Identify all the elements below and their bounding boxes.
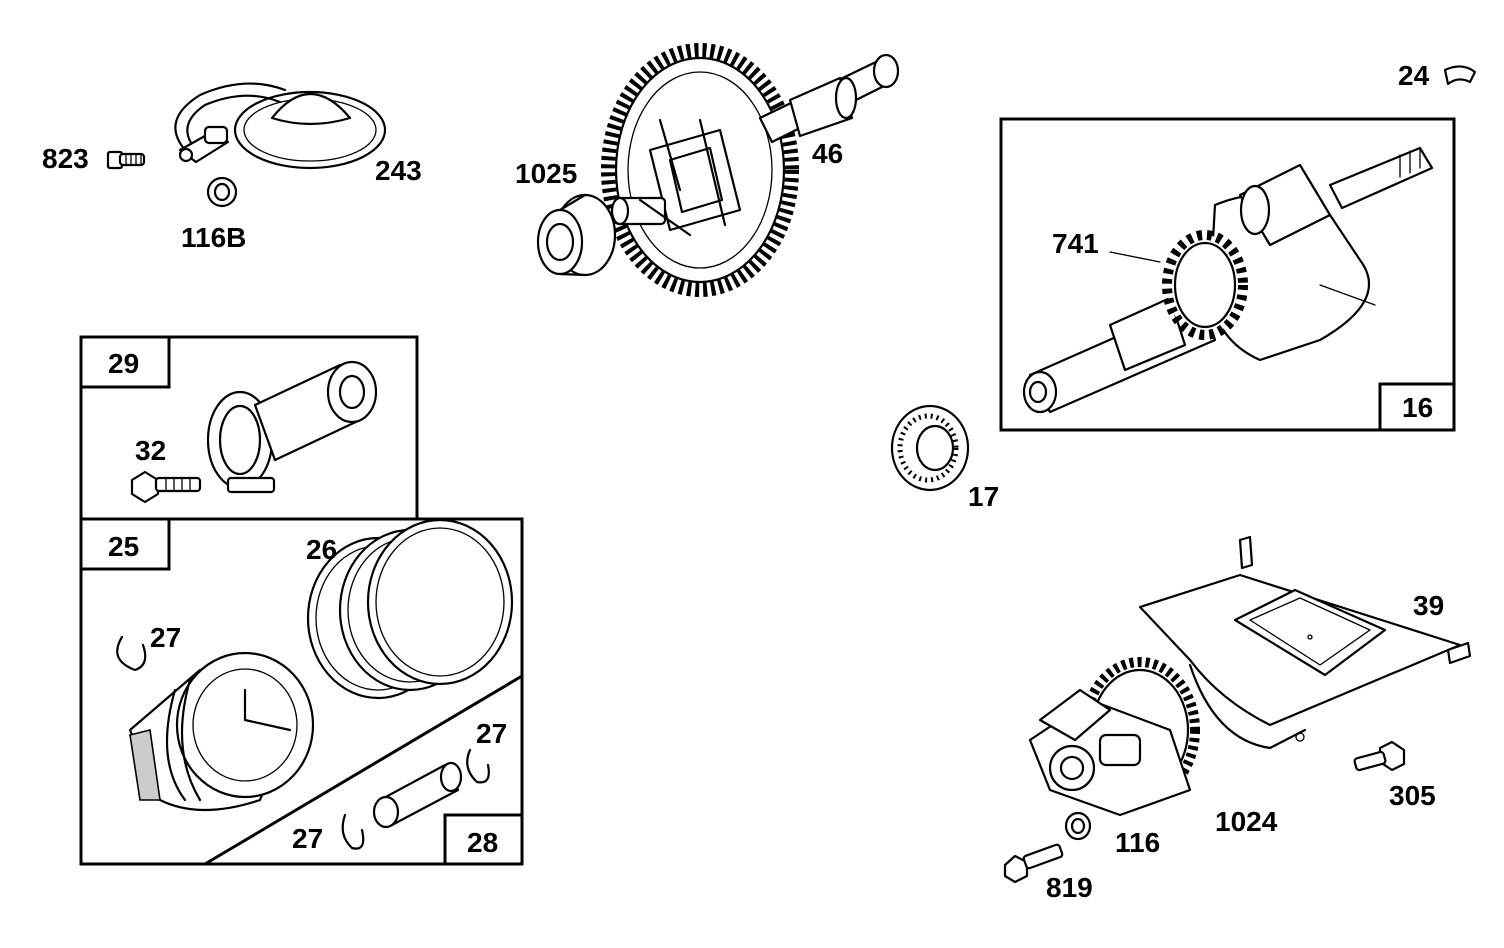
- retaining-ring-drawing-lower: [341, 813, 365, 850]
- label-part-24: 24: [1398, 60, 1430, 91]
- label-part-25: 25: [108, 531, 139, 562]
- camshaft-gear-drawing: [601, 43, 900, 297]
- label-part-1025: 1025: [515, 158, 577, 189]
- label-part-819: 819: [1046, 872, 1093, 903]
- retaining-ring-drawing-right: [466, 748, 490, 784]
- label-part-17: 17: [968, 481, 999, 512]
- bolt-819-drawing: [1003, 843, 1064, 884]
- label-part-27-upper: 27: [150, 622, 181, 653]
- label-part-27-right: 27: [476, 718, 507, 749]
- screw-305-drawing: [1353, 740, 1406, 772]
- label-part-28: 28: [467, 827, 498, 858]
- retaining-ring-drawing-upper: [116, 635, 147, 672]
- connecting-rod-drawing: [206, 360, 378, 494]
- bolt-32-drawing: [130, 470, 202, 504]
- breather-assembly-drawing: [174, 82, 387, 170]
- label-part-116: 116: [1115, 827, 1160, 858]
- key-24-drawing: [1443, 65, 1477, 86]
- label-part-46: 46: [812, 138, 843, 169]
- label-part-39: 39: [1413, 590, 1444, 621]
- label-part-32: 32: [135, 435, 166, 466]
- piston-box: [79, 517, 524, 866]
- label-part-305: 305: [1389, 780, 1436, 811]
- label-part-29: 29: [108, 348, 139, 379]
- label-part-26: 26: [306, 534, 337, 565]
- label-part-16: 16: [1402, 392, 1433, 423]
- crankshaft-drawing: [1022, 146, 1434, 414]
- label-part-116B: 116B: [181, 222, 246, 253]
- label-part-741: 741: [1052, 228, 1099, 259]
- piston-pin-drawing: [372, 761, 463, 829]
- piston-drawing: [128, 651, 315, 812]
- governor-cup-1025-drawing: [536, 193, 617, 277]
- label-part-823: 823: [42, 143, 89, 174]
- label-part-27-lower: 27: [292, 823, 323, 854]
- washer-116B-drawing: [206, 176, 238, 208]
- oil-sump-plate-39-drawing: [1138, 535, 1472, 750]
- crankshaft-box: [999, 117, 1456, 432]
- label-part-1024: 1024: [1215, 806, 1278, 837]
- piston-rings-26-drawing: [306, 518, 514, 700]
- label-part-243: 243: [375, 155, 422, 186]
- oil-pump-gear-1024-drawing: [1028, 657, 1200, 817]
- washer-116-drawing: [1064, 811, 1092, 841]
- screw-823-drawing: [106, 150, 146, 170]
- bearing-17-drawing: [890, 404, 970, 492]
